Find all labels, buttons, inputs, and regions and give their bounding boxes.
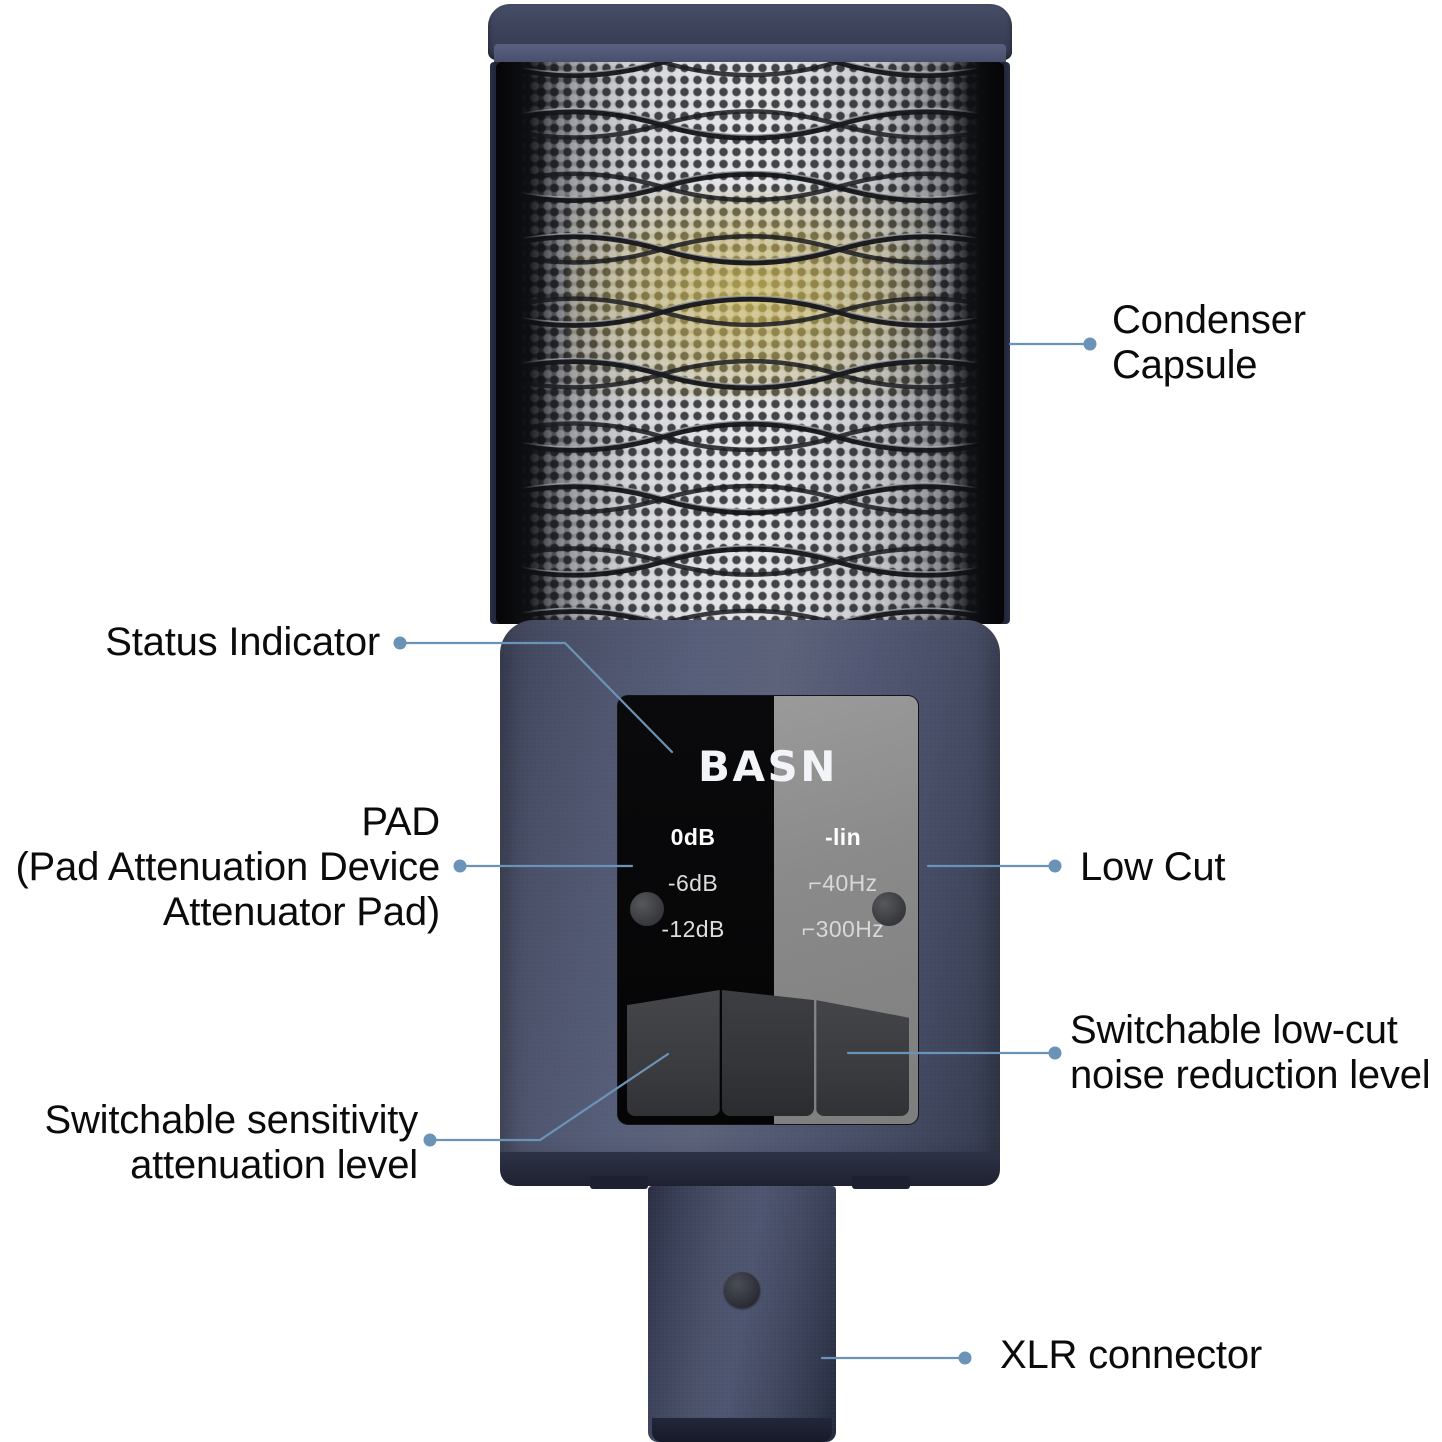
xlr-texture: [648, 1186, 836, 1442]
leader-dot-low-cut: [1048, 859, 1062, 873]
switch-row: [626, 990, 910, 1116]
grille-perforation-light: [496, 62, 1004, 624]
callout-low-cut: Low Cut: [1080, 845, 1226, 889]
mic-grille: [496, 62, 1004, 624]
pad-option-6db[interactable]: -6dB: [667, 870, 719, 896]
lowcut-option-40hz[interactable]: ⌐40Hz: [808, 870, 878, 896]
leader-dot-switchable-sensitivity: [423, 1133, 437, 1147]
pad-knob[interactable]: [630, 892, 664, 926]
lowcut-noise-reduction-switch[interactable]: [816, 1000, 910, 1116]
lowcut-knob[interactable]: [872, 892, 906, 926]
callout-switchable-low-cut: Switchable low-cut noise reduction level: [1070, 1008, 1431, 1097]
grille-shadow-left: [496, 62, 552, 624]
mic-body-tab-left: [590, 1176, 648, 1189]
mic-body-bevel: [500, 1152, 1000, 1186]
callout-pad: PAD (Pad Attenuation Device Attenuator P…: [15, 800, 440, 934]
grille-weave-mesh: [496, 62, 1004, 624]
lowcut-option-lin[interactable]: -lin: [824, 824, 862, 850]
control-panel: BASN 0dB -6dB -12dB -lin ⌐40Hz ⌐300Hz: [618, 696, 918, 1124]
brand-logo: BASN: [698, 742, 838, 791]
pad-option-12db[interactable]: -12dB: [661, 916, 725, 942]
xlr-connector-barrel: [648, 1186, 836, 1442]
xlr-lock-pin-icon[interactable]: [724, 1272, 760, 1308]
pad-option-column: 0dB -6dB -12dB: [618, 814, 768, 952]
leader-dot-switchable-low-cut: [1048, 1046, 1062, 1060]
center-switch[interactable]: [721, 990, 815, 1116]
sensitivity-attenuation-switch[interactable]: [627, 990, 720, 1116]
lowcut-option-300hz[interactable]: ⌐300Hz: [801, 916, 885, 942]
leader-dot-pad: [453, 859, 467, 873]
xlr-foot: [652, 1418, 832, 1442]
grille-shadow-right: [948, 62, 1004, 624]
lowcut-option-column: -lin ⌐40Hz ⌐300Hz: [768, 814, 918, 952]
callout-status-indicator: Status Indicator: [105, 620, 380, 664]
callout-condenser-capsule: Condenser Capsule: [1112, 298, 1306, 387]
pad-option-0db[interactable]: 0dB: [670, 824, 716, 850]
callout-switchable-sensitivity: Switchable sensitivity attenuation level: [44, 1098, 418, 1187]
leader-dot-status-indicator: [393, 636, 407, 650]
microphone-illustration: BASN 0dB -6dB -12dB -lin ⌐40Hz ⌐300Hz: [480, 0, 1020, 1442]
leader-dot-condenser-capsule: [1083, 337, 1097, 351]
mic-body-tab-right: [852, 1176, 910, 1189]
callout-xlr-connector: XLR connector: [1000, 1333, 1262, 1377]
